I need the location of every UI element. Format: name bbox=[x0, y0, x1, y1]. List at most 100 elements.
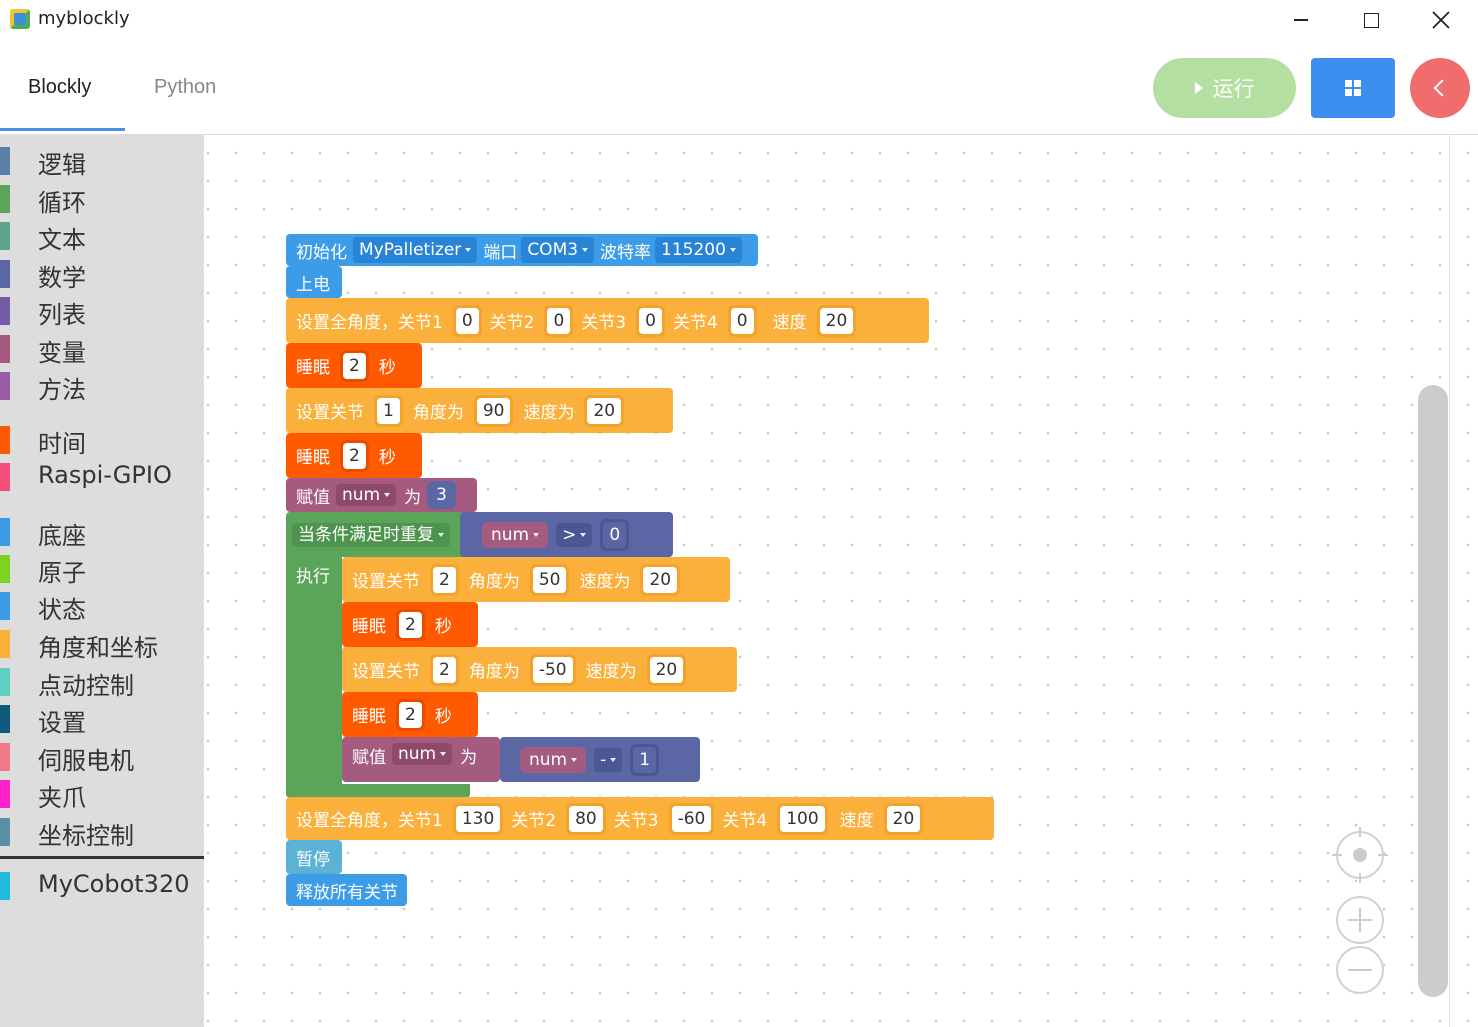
block-compare[interactable]: num > 0 bbox=[460, 512, 673, 557]
assign-value-field[interactable]: 3 bbox=[430, 484, 453, 506]
run-button[interactable]: 运行 bbox=[1153, 58, 1296, 118]
minimize-button[interactable] bbox=[1276, 4, 1326, 36]
block-power-on[interactable]: 上电 bbox=[286, 266, 342, 298]
block-set-joint[interactable]: 设置关节 1 角度为 90 速度为 20 bbox=[286, 388, 673, 433]
back-button[interactable] bbox=[1410, 58, 1470, 118]
recenter-button[interactable] bbox=[1332, 827, 1388, 883]
grid-button[interactable] bbox=[1311, 58, 1395, 118]
arith-operator-dropdown[interactable]: - bbox=[594, 747, 623, 772]
joint-field[interactable]: 1 bbox=[377, 397, 400, 424]
angle-field[interactable]: 90 bbox=[476, 397, 511, 424]
joint4-field[interactable]: 100 bbox=[780, 805, 825, 832]
category-label: 列表 bbox=[38, 301, 86, 329]
toolbox-category-gripper[interactable]: 夹爪 bbox=[0, 776, 204, 812]
block-label: 秒 bbox=[434, 617, 452, 637]
zoom-in-button[interactable] bbox=[1336, 896, 1384, 944]
block-label: 为 bbox=[460, 748, 478, 768]
angle-field[interactable]: -50 bbox=[532, 656, 573, 683]
toolbox-category-coord-control[interactable]: 坐标控制 bbox=[0, 814, 204, 850]
tab-blockly[interactable]: Blockly bbox=[28, 76, 92, 98]
toolbox-category-mycobot320[interactable]: MyCobot320 bbox=[0, 868, 204, 904]
block-label: 睡眠 bbox=[296, 358, 330, 378]
block-set-all-angles[interactable]: 设置全角度，关节1 0 关节2 0 关节3 0 关节4 0 速度 20 bbox=[286, 298, 929, 343]
toolbox-category-loop[interactable]: 循环 bbox=[0, 181, 204, 217]
toolbox-category-logic[interactable]: 逻辑 bbox=[0, 143, 204, 179]
speed-field[interactable]: 20 bbox=[587, 397, 622, 424]
toolbox-category-status[interactable]: 状态 bbox=[0, 588, 204, 624]
zoom-out-button[interactable] bbox=[1336, 946, 1384, 994]
tab-python[interactable]: Python bbox=[154, 76, 217, 98]
toolbox-category-text[interactable]: 文本 bbox=[0, 218, 204, 254]
cond-value-field[interactable]: 0 bbox=[603, 521, 627, 548]
category-color bbox=[0, 592, 10, 620]
joint1-field[interactable]: 0 bbox=[455, 307, 479, 334]
speed-field[interactable]: 20 bbox=[819, 307, 854, 334]
joint2-field[interactable]: 80 bbox=[569, 805, 603, 832]
block-assign[interactable]: 赋值 num 为 bbox=[342, 737, 500, 782]
joint1-field[interactable]: 130 bbox=[455, 805, 501, 832]
block-label: 上电 bbox=[296, 274, 330, 295]
app-icon bbox=[10, 9, 30, 29]
category-color bbox=[0, 426, 10, 454]
toolbox-category-function[interactable]: 方法 bbox=[0, 368, 204, 404]
dropdown-value: - bbox=[600, 749, 607, 770]
toolbox-category-servo[interactable]: 伺服电机 bbox=[0, 739, 204, 775]
cond-variable-dropdown[interactable]: num bbox=[485, 522, 545, 548]
block-sleep[interactable]: 睡眠 2 秒 bbox=[342, 602, 478, 647]
sleep-seconds-field[interactable]: 2 bbox=[399, 611, 422, 638]
block-sleep[interactable]: 睡眠 2 秒 bbox=[286, 343, 422, 388]
toolbox-category-jog[interactable]: 点动控制 bbox=[0, 664, 204, 700]
toolbox-category-base[interactable]: 底座 bbox=[0, 514, 204, 550]
port-dropdown[interactable]: COM3 bbox=[521, 237, 595, 263]
baud-dropdown[interactable]: 115200 bbox=[655, 237, 742, 263]
block-while-loop[interactable]: 当条件满足时重复 bbox=[286, 512, 470, 557]
operator-dropdown[interactable]: > bbox=[556, 522, 593, 547]
block-pause[interactable]: 暂停 bbox=[286, 840, 342, 874]
speed-field[interactable]: 20 bbox=[886, 805, 921, 832]
toolbox-category-angle-coords[interactable]: 角度和坐标 bbox=[0, 626, 204, 662]
sleep-seconds-field[interactable]: 2 bbox=[343, 352, 366, 379]
block-release-all[interactable]: 释放所有关节 bbox=[286, 874, 407, 906]
close-button[interactable] bbox=[1416, 4, 1466, 36]
toolbox-category-atom[interactable]: 原子 bbox=[0, 551, 204, 587]
block-sleep[interactable]: 睡眠 2 秒 bbox=[286, 433, 422, 478]
sleep-seconds-field[interactable]: 2 bbox=[399, 701, 422, 728]
expr-value-field[interactable]: 1 bbox=[633, 746, 657, 773]
joint3-field[interactable]: 0 bbox=[639, 307, 662, 334]
block-init[interactable]: 初始化 MyPalletizer 端口 COM3 波特率 115200 bbox=[286, 234, 758, 266]
toolbox-category-raspi-gpio[interactable]: Raspi-GPIO bbox=[0, 459, 204, 495]
expr-variable-dropdown[interactable]: num bbox=[523, 747, 583, 773]
title-bar: myblockly bbox=[0, 0, 1478, 40]
joint-field[interactable]: 2 bbox=[433, 656, 456, 683]
block-set-all-angles[interactable]: 设置全角度，关节1 130 关节2 80 关节3 -60 关节4 100 速度 … bbox=[286, 797, 994, 840]
speed-field[interactable]: 20 bbox=[649, 656, 684, 683]
variable-dropdown[interactable]: num bbox=[392, 743, 453, 765]
robot-dropdown[interactable]: MyPalletizer bbox=[353, 237, 478, 263]
toolbox-category-list[interactable]: 列表 bbox=[0, 293, 204, 329]
toolbox-category-settings[interactable]: 设置 bbox=[0, 701, 204, 737]
joint2-field[interactable]: 0 bbox=[547, 307, 571, 334]
toolbox-category-time[interactable]: 时间 bbox=[0, 422, 204, 458]
block-arithmetic[interactable]: num - 1 bbox=[500, 737, 700, 782]
block-set-joint[interactable]: 设置关节 2 角度为 -50 速度为 20 bbox=[342, 647, 737, 692]
toolbox-category-variable[interactable]: 变量 bbox=[0, 331, 204, 367]
category-color bbox=[0, 872, 10, 900]
loop-mode-dropdown[interactable]: 当条件满足时重复 bbox=[292, 522, 450, 547]
angle-field[interactable]: 50 bbox=[532, 566, 567, 593]
block-label: 赋值 bbox=[352, 748, 386, 768]
vertical-scrollbar[interactable] bbox=[1418, 385, 1448, 997]
joint3-field[interactable]: -60 bbox=[671, 805, 712, 832]
maximize-button[interactable] bbox=[1346, 4, 1396, 36]
block-sleep[interactable]: 睡眠 2 秒 bbox=[342, 692, 478, 737]
sleep-seconds-field[interactable]: 2 bbox=[343, 442, 366, 469]
block-label: 为 bbox=[404, 487, 422, 508]
block-label: 睡眠 bbox=[296, 448, 330, 468]
joint-field[interactable]: 2 bbox=[433, 566, 456, 593]
category-color bbox=[0, 705, 10, 733]
speed-field[interactable]: 20 bbox=[643, 566, 678, 593]
variable-dropdown[interactable]: num bbox=[336, 484, 397, 506]
block-set-joint[interactable]: 设置关节 2 角度为 50 速度为 20 bbox=[342, 557, 730, 602]
block-assign[interactable]: 赋值 num 为 3 bbox=[286, 478, 477, 512]
toolbox-category-math[interactable]: 数学 bbox=[0, 256, 204, 292]
joint4-field[interactable]: 0 bbox=[730, 307, 754, 334]
